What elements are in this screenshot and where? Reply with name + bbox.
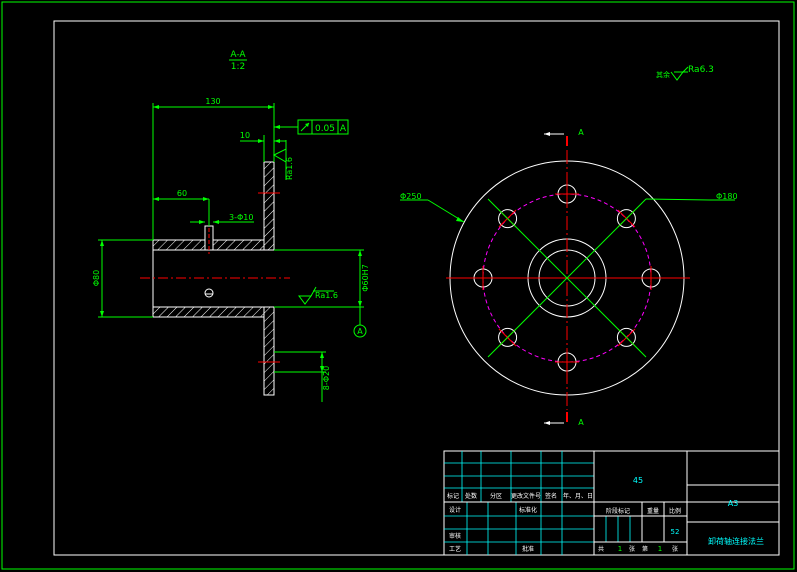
- tolerance-frame: 0.05 A: [274, 119, 349, 135]
- svg-text:标记: 标记: [447, 492, 459, 500]
- dimension-180: Φ180: [645, 192, 738, 201]
- svg-text:比例: 比例: [669, 507, 681, 515]
- svg-text:1: 1: [618, 545, 622, 553]
- scale-value: 52: [671, 528, 680, 536]
- sheet-size-value: A3: [728, 499, 739, 508]
- svg-text:处数: 处数: [465, 492, 477, 500]
- roughness-face: Ra1.6: [272, 140, 294, 180]
- title-block: 标记 处数 分区 更改文件号 签名 年、月、日 设计 标准化 审核 工艺 批准 …: [443, 450, 780, 556]
- dimension-60h7: Φ60H7: [274, 249, 370, 325]
- svg-text:签名: 签名: [545, 492, 557, 500]
- svg-text:审核: 审核: [449, 532, 461, 540]
- svg-text:工艺: 工艺: [449, 545, 461, 553]
- hub-wall-bottom: [152, 306, 265, 318]
- svg-text:阶段标记: 阶段标记: [606, 507, 630, 515]
- dimension-hole-3x10: 3-Φ10: [190, 213, 254, 224]
- svg-text:8-Φ20: 8-Φ20: [322, 366, 331, 390]
- svg-text:A: A: [578, 128, 584, 137]
- svg-text:A: A: [340, 124, 347, 134]
- section-cut-mark-bottom: A: [544, 412, 584, 427]
- svg-text:0.05: 0.05: [315, 124, 335, 134]
- svg-text:A: A: [578, 418, 584, 427]
- section-cut-mark-top: A: [544, 128, 584, 146]
- svg-text:Φ60H7: Φ60H7: [361, 264, 370, 292]
- svg-text:标准化: 标准化: [519, 506, 537, 514]
- dimension-8x20: 8-Φ20: [274, 351, 331, 402]
- svg-text:批准: 批准: [522, 545, 534, 553]
- svg-text:3-Φ10: 3-Φ10: [229, 213, 253, 222]
- svg-text:其余: 其余: [656, 70, 670, 79]
- svg-text:Ra6.3: Ra6.3: [688, 65, 714, 75]
- svg-text:共: 共: [598, 545, 604, 553]
- svg-text:年、月、日: 年、月、日: [563, 492, 593, 500]
- svg-text:1: 1: [658, 545, 662, 553]
- svg-text:Φ250: Φ250: [400, 192, 422, 201]
- roughness-general-note: 其余 Ra6.3: [656, 65, 714, 81]
- svg-text:设计: 设计: [449, 506, 461, 514]
- svg-text:张: 张: [672, 545, 678, 553]
- section-title: A-A: [230, 50, 246, 60]
- svg-text:10: 10: [240, 131, 250, 140]
- dimension-10: 10: [240, 131, 286, 162]
- svg-text:Ra1.6: Ra1.6: [315, 291, 338, 300]
- svg-text:Φ80: Φ80: [92, 270, 101, 286]
- material-value: 45: [633, 476, 643, 485]
- dimension-60: 60: [153, 189, 210, 226]
- section-scale: 1:2: [231, 62, 245, 72]
- svg-text:Φ180: Φ180: [716, 192, 738, 201]
- svg-text:60: 60: [177, 189, 187, 198]
- datum-a: A: [353, 324, 367, 338]
- svg-text:重量: 重量: [647, 507, 659, 515]
- dimension-130: 130: [152, 97, 275, 240]
- svg-text:A: A: [357, 327, 363, 336]
- dimension-80: Φ80: [92, 239, 153, 318]
- svg-text:更改文件号: 更改文件号: [511, 492, 541, 500]
- svg-text:张: 张: [629, 545, 635, 553]
- inner-frame: [53, 20, 780, 556]
- front-view: [446, 150, 690, 410]
- svg-text:分区: 分区: [490, 492, 502, 500]
- dimension-250: Φ250: [400, 192, 465, 223]
- flange-plate-bottom: [263, 306, 275, 396]
- svg-text:Ra1.6: Ra1.6: [285, 157, 294, 180]
- svg-text:130: 130: [205, 97, 220, 106]
- section-view: [140, 161, 290, 396]
- part-name-value: 卸荷轴连接法兰: [708, 536, 764, 546]
- roughness-bore: Ra1.6: [298, 286, 338, 305]
- flange-plate-top: [263, 161, 275, 251]
- svg-text:第: 第: [642, 545, 648, 553]
